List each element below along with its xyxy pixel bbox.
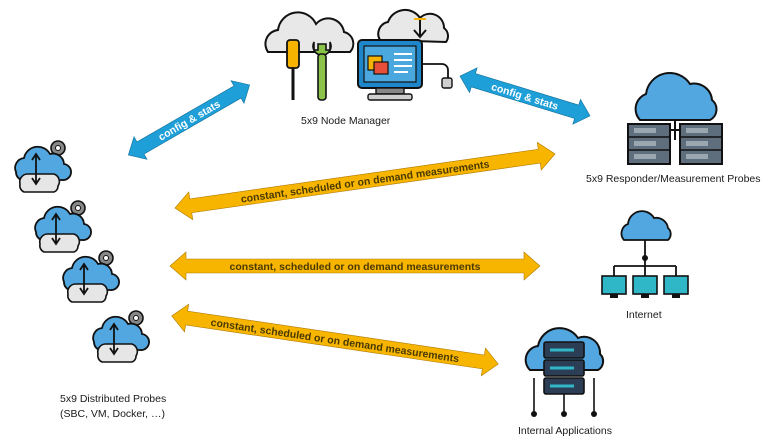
probe-icon-2 [34, 200, 92, 253]
config-arrow-right: config & stats [459, 67, 591, 125]
internal-apps-label: Internal Applications [518, 425, 612, 437]
probe-icon-4 [92, 310, 150, 363]
measure-arrow-3: constant, scheduled or on demand measure… [171, 303, 499, 377]
responder-label: 5x9 Responder/Measurement Probes [586, 173, 761, 185]
measure-arrow-3-label: constant, scheduled or on demand measure… [210, 317, 460, 366]
measure-arrow-1-label: constant, scheduled or on demand measure… [240, 158, 490, 205]
probes-label-line2: (SBC, VM, Docker, …) [60, 408, 165, 420]
measure-arrow-2: constant, scheduled or on demand measure… [169, 251, 541, 281]
node-manager-icon [264, 8, 453, 101]
config-arrow-left-label: config & stats [156, 98, 222, 143]
probes-label-line1: 5x9 Distributed Probes [60, 393, 166, 405]
measure-arrow-2-label: constant, scheduled or on demand measure… [230, 261, 481, 273]
internet-label: Internet [626, 309, 662, 321]
probe-icon-1 [14, 140, 72, 193]
probe-icon-3 [62, 250, 120, 303]
node-manager-label: 5x9 Node Manager [301, 115, 391, 127]
responder-icon [627, 71, 723, 165]
internal-apps-icon [524, 327, 605, 417]
measure-arrow-1: constant, scheduled or on demand measure… [174, 141, 556, 221]
config-arrow-left: config & stats [127, 80, 251, 160]
internet-icon [601, 210, 689, 298]
